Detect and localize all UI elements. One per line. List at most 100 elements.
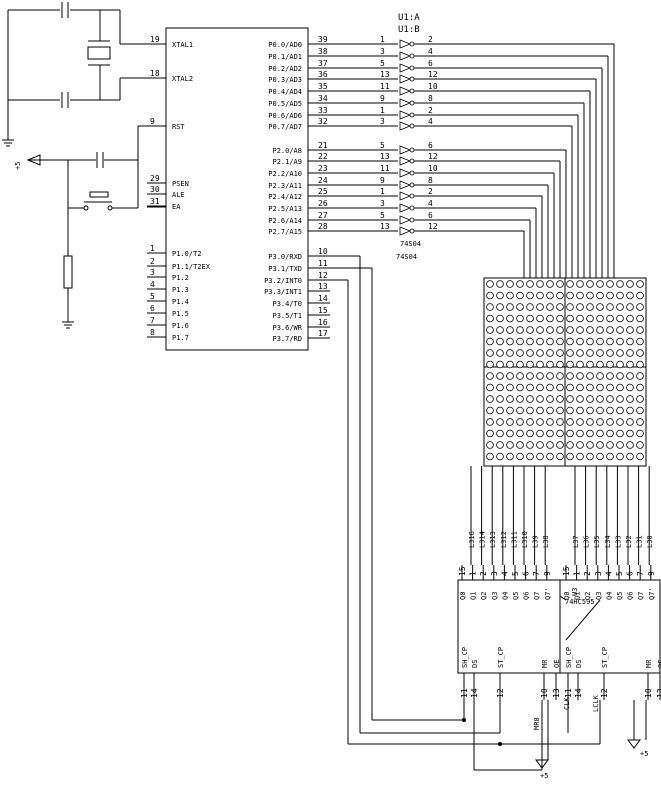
led-dot — [556, 452, 564, 461]
led-dot — [566, 349, 574, 357]
led-dot — [496, 280, 504, 288]
sr-left-top-pin: 5 — [511, 571, 520, 576]
led-dot — [616, 418, 624, 426]
mcu-pin-number: 18 — [150, 69, 160, 78]
led-dot — [506, 337, 514, 346]
led-dot — [486, 291, 494, 300]
inverter-output-pin: 6 — [428, 59, 433, 68]
led-dot — [516, 429, 524, 438]
led-dot — [526, 337, 534, 346]
led-dot — [586, 280, 594, 288]
led-dot — [556, 337, 564, 346]
led-dot — [576, 303, 584, 311]
inverter-bubble — [409, 193, 415, 199]
led-dot — [636, 303, 644, 311]
led-dot — [626, 406, 634, 415]
led-dot — [596, 303, 604, 311]
mcu-pin-number: 6 — [150, 304, 155, 313]
led-dot — [596, 452, 604, 461]
mcu-pin-number: 24 — [318, 176, 328, 185]
sr-left-bottom-label: ST_CP — [497, 647, 505, 668]
led-dot — [636, 429, 644, 438]
inverter-part-2: 74S04 — [396, 253, 417, 261]
led-dot — [506, 383, 514, 392]
led-dot — [486, 441, 494, 449]
microcontroller: 19XTAL118XTAL29RST29PSEN30ALE31EA1P1.0/T… — [147, 27, 330, 351]
sr-right-bottom-label: OE — [657, 660, 661, 668]
led-dot — [626, 452, 634, 461]
sr-right-top-pin: 1 — [573, 571, 582, 576]
sr-left-bottom-pin: 13 — [552, 688, 561, 698]
mcu-pin-number: 2 — [150, 257, 155, 266]
led-dot — [506, 314, 514, 323]
led-dot — [576, 360, 584, 369]
inverter-gate — [399, 156, 412, 166]
led-dot — [596, 406, 604, 415]
led-dot — [536, 429, 544, 438]
led-dot — [616, 303, 624, 311]
led-dot — [526, 372, 534, 380]
led-dot — [486, 303, 494, 311]
led-dot — [556, 280, 564, 288]
reset-circuit — [26, 125, 166, 329]
led-dot — [586, 360, 594, 369]
led-dot — [566, 280, 574, 288]
led-dot — [556, 418, 564, 426]
inverter-gate — [399, 180, 412, 190]
led-dot — [606, 314, 614, 323]
led-dot — [626, 303, 634, 311]
led-dot — [496, 441, 504, 449]
sr-left-top-pin: 9 — [543, 571, 552, 576]
led-dot — [546, 452, 554, 461]
mcu-pin-label: P3.7/RD — [272, 335, 302, 343]
led-dot — [486, 372, 494, 380]
mcu-pin-number: 7 — [150, 316, 155, 325]
junction-dot — [462, 718, 466, 722]
inverter-input-pin: 3 — [380, 199, 385, 208]
inverter-input-pin: 5 — [380, 141, 385, 150]
inverter-output-pin: 12 — [428, 152, 438, 161]
route-wire — [565, 599, 601, 641]
led-dot — [526, 280, 534, 288]
led-dot — [536, 372, 544, 380]
led-dot — [566, 429, 574, 438]
led-dot — [556, 429, 564, 438]
led-dot — [566, 395, 574, 403]
mcu-pin-number: 21 — [318, 141, 328, 150]
sr-left-q-label: Q2 — [480, 592, 488, 600]
led-dot — [606, 280, 614, 288]
sr-right-bottom-label: DS — [575, 660, 583, 668]
inverter-output-pin: 6 — [428, 211, 433, 220]
led-dot — [556, 441, 564, 449]
inverter-gate — [399, 74, 412, 84]
ground-symbol — [627, 739, 641, 749]
led-dot — [536, 452, 544, 461]
sr-right-col-label: L37 — [572, 535, 580, 548]
led-dot — [606, 395, 614, 403]
led-dot — [566, 314, 574, 323]
sr-left-col-label: L313 — [489, 531, 497, 548]
inverter-gate — [399, 110, 412, 120]
mcu-pin-label: P3.2/INT0 — [264, 277, 302, 285]
inverter-title-top: U1:A — [398, 13, 420, 23]
led-dot — [616, 406, 624, 415]
mcu-pin-number: 22 — [318, 152, 328, 161]
net-label-lclk: LCLK — [592, 694, 600, 712]
inverter-input-pin: 13 — [380, 222, 390, 231]
inverter-input-pin: 13 — [380, 152, 390, 161]
mcu-pin-number: 35 — [318, 82, 328, 91]
led-dot — [636, 406, 644, 415]
mcu-pin-label: P2.2/A10 — [268, 170, 302, 178]
led-dot — [536, 337, 544, 346]
led-dot — [626, 337, 634, 346]
mcu-pin-number: 9 — [150, 117, 155, 126]
led-dot — [596, 314, 604, 323]
led-dot — [616, 360, 624, 369]
sr-right-top-pin: 3 — [594, 571, 603, 576]
mcu-pin-number: 12 — [318, 271, 328, 280]
mcu-pin-label: P3.1/TXD — [268, 265, 302, 273]
